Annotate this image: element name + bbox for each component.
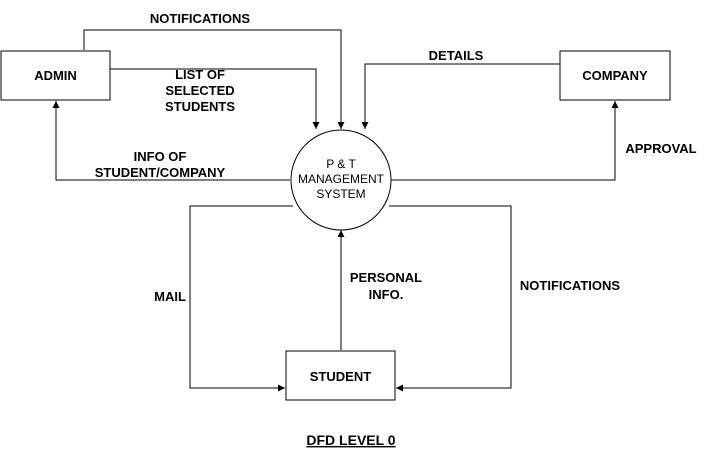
label-approval: APPROVAL xyxy=(625,141,696,156)
process-label-line2: MANAGEMENT xyxy=(298,172,385,186)
label-personal-info-line2: INFO. xyxy=(369,287,404,302)
process-label-line3: SYSTEM xyxy=(316,187,365,201)
label-mail: MAIL xyxy=(154,289,186,304)
label-info-line2: STUDENT/COMPANY xyxy=(95,165,226,180)
flow-mail xyxy=(189,205,293,392)
label-list-selected-line1: LIST OF xyxy=(175,67,225,82)
company-entity: COMPANY xyxy=(559,50,671,101)
flow-approval xyxy=(390,101,619,181)
diagram-title: DFD LEVEL 0 xyxy=(306,432,395,448)
label-info-line1: INFO OF xyxy=(134,149,187,164)
label-notifications-student: NOTIFICATIONS xyxy=(520,278,620,293)
label-list-selected-line3: STUDENTS xyxy=(165,99,235,114)
label-list-selected-line2: SELECTED xyxy=(165,83,234,98)
admin-entity-label: ADMIN xyxy=(34,68,77,83)
flow-list-selected-students xyxy=(110,68,320,129)
label-notifications-admin: NOTIFICATIONS xyxy=(150,11,250,26)
company-entity-label: COMPANY xyxy=(582,68,648,83)
flow-notifications-admin xyxy=(83,29,345,129)
student-entity: STUDENT xyxy=(285,350,396,401)
process-circle: P & T MANAGEMENT SYSTEM xyxy=(290,129,392,231)
label-details: DETAILS xyxy=(429,48,484,63)
flow-info-student-company xyxy=(52,101,290,181)
process-label-line1: P & T xyxy=(326,157,356,171)
flow-notifications-student xyxy=(389,205,512,392)
student-entity-label: STUDENT xyxy=(310,369,371,384)
flow-details xyxy=(361,63,560,129)
admin-entity: ADMIN xyxy=(0,50,111,101)
label-personal-info-line1: PERSONAL xyxy=(350,270,422,285)
